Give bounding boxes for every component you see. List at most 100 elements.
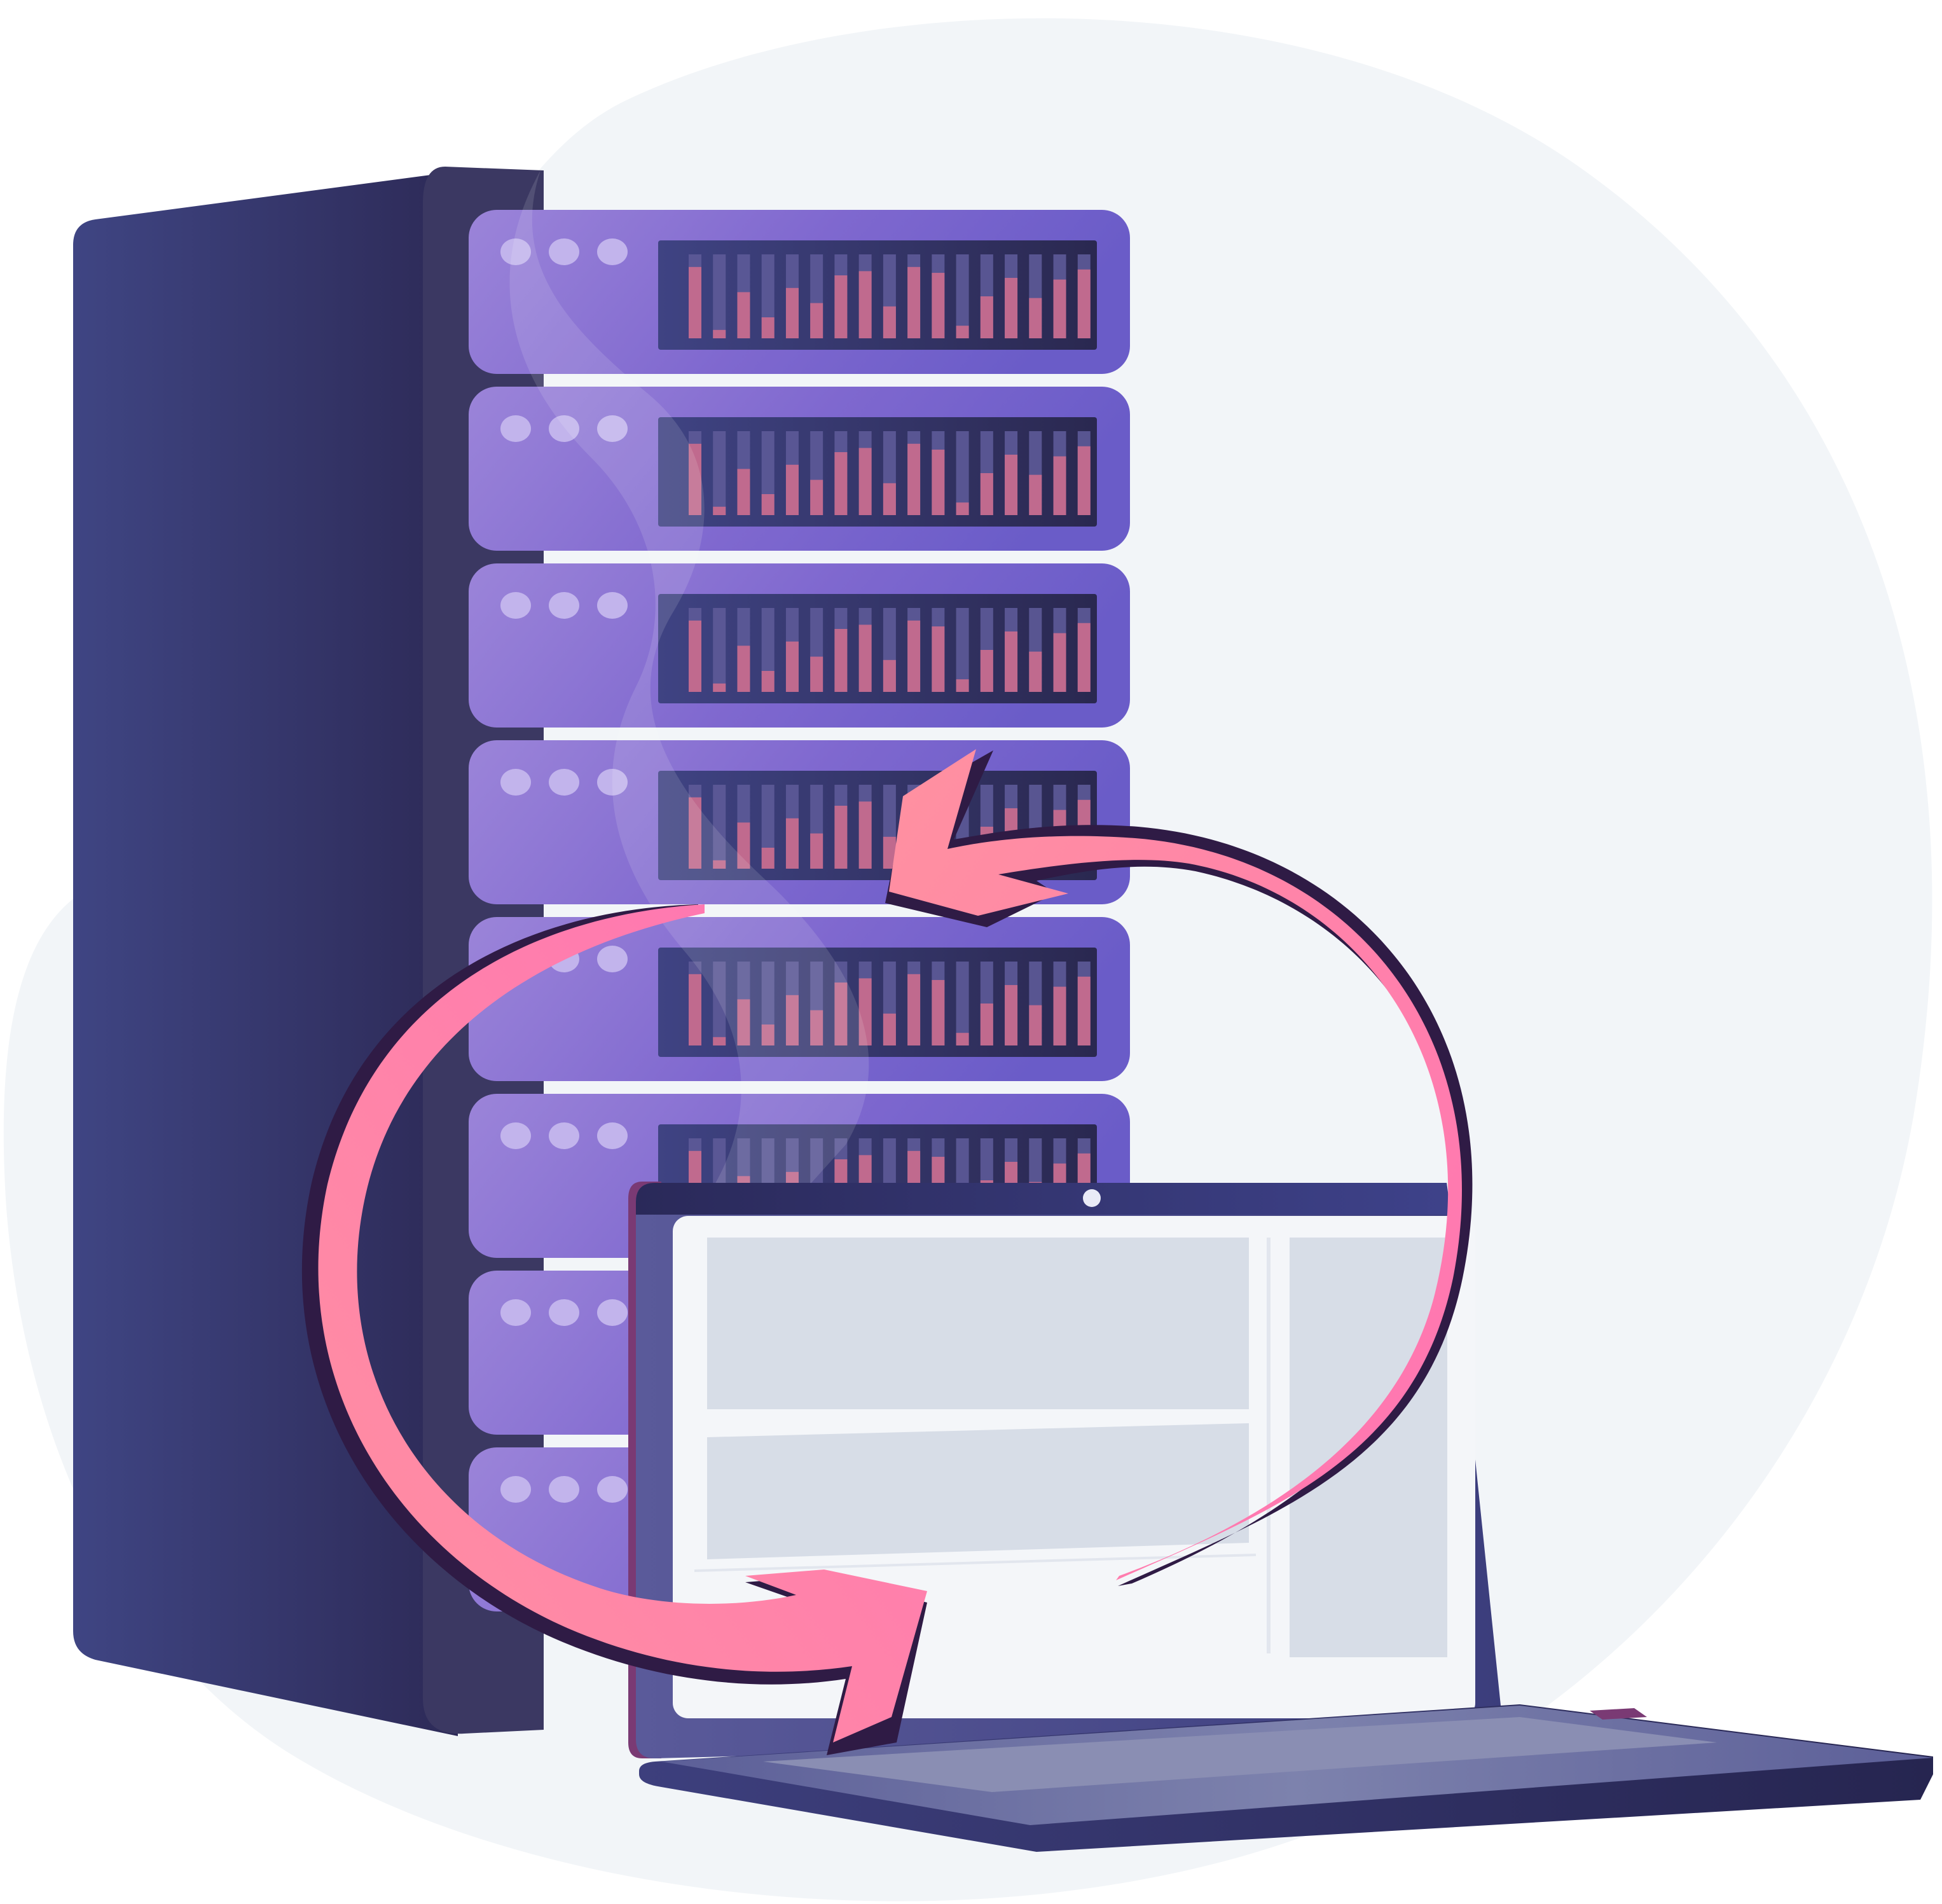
activity-bar (761, 848, 775, 869)
activity-bar (810, 303, 823, 338)
activity-bar (834, 275, 848, 338)
activity-bar (907, 620, 921, 692)
status-led (549, 415, 579, 442)
status-led (500, 415, 531, 442)
activity-bar (785, 641, 799, 692)
activity-bar (737, 822, 750, 869)
activity-bar (834, 983, 848, 1045)
status-led (500, 769, 531, 796)
activity-bar (980, 296, 993, 338)
status-led (500, 592, 531, 619)
activity-bar-track (956, 962, 969, 1045)
activity-bar (1053, 986, 1066, 1045)
activity-bar-track (713, 608, 726, 692)
arrow-upper-right (889, 749, 1462, 1580)
activity-bar (737, 292, 750, 338)
activity-bar (713, 860, 726, 869)
webcam-dot (1083, 1189, 1101, 1207)
activity-bar-track (713, 431, 726, 515)
status-led (597, 1299, 628, 1326)
activity-bar (1053, 456, 1066, 515)
activity-bar (834, 806, 848, 869)
activity-bar (1053, 279, 1066, 338)
status-led (549, 238, 579, 265)
status-led (597, 238, 628, 265)
activity-bar (810, 833, 823, 869)
activity-bar (810, 656, 823, 692)
activity-bar (907, 266, 921, 338)
activity-bar (883, 306, 896, 338)
activity-bar (980, 1004, 993, 1045)
activity-bar (713, 506, 726, 515)
activity-bar (761, 494, 775, 515)
activity-bar (1029, 474, 1042, 515)
activity-bar (858, 448, 872, 515)
activity-bar (956, 502, 969, 515)
activity-bar (785, 818, 799, 869)
status-led (597, 415, 628, 442)
status-led (597, 1476, 628, 1503)
status-led (597, 769, 628, 796)
activity-bar (1029, 298, 1042, 338)
activity-bar (956, 1033, 969, 1045)
server-unit (469, 387, 1130, 551)
activity-bar (932, 980, 945, 1045)
screen-block-middle-left (707, 1423, 1249, 1559)
activity-bar (1077, 269, 1091, 338)
activity-bar (761, 671, 775, 692)
activity-bar-track (713, 962, 726, 1045)
activity-bar (1005, 454, 1018, 515)
activity-bar (810, 1010, 823, 1045)
activity-bar (785, 995, 799, 1045)
laptop-lid-top (636, 1183, 1451, 1215)
activity-bar (932, 273, 945, 338)
status-led (549, 1122, 579, 1149)
activity-bar (713, 1037, 726, 1045)
screen-block-top-left (707, 1238, 1249, 1409)
activity-bar (907, 443, 921, 515)
activity-bar (932, 626, 945, 692)
activity-bar-track (956, 431, 969, 515)
activity-bar-track (713, 785, 726, 869)
status-led (597, 592, 628, 619)
activity-bar (713, 683, 726, 692)
server-unit (469, 917, 1130, 1081)
activity-bar (689, 620, 701, 692)
activity-bar (1053, 633, 1066, 692)
activity-bar-track (956, 608, 969, 692)
activity-bar (956, 326, 969, 338)
activity-bar (932, 450, 945, 515)
activity-bar (1029, 651, 1042, 692)
activity-bar (761, 317, 775, 338)
activity-bar (1077, 623, 1091, 692)
status-led (500, 238, 531, 265)
status-led (549, 592, 579, 619)
status-led (597, 1122, 628, 1149)
activity-bar (883, 836, 896, 869)
activity-bar (1005, 277, 1018, 338)
activity-bar (883, 1013, 896, 1045)
activity-bar (737, 469, 750, 515)
activity-bar (834, 452, 848, 515)
activity-bar (1005, 984, 1018, 1045)
activity-bar (1005, 631, 1018, 692)
activity-bar (907, 974, 921, 1045)
screen-content (694, 1238, 1447, 1657)
rack-glare (509, 170, 869, 1208)
activity-bar (980, 473, 993, 515)
activity-bar (858, 271, 872, 338)
laptop-keyboard-area (763, 1717, 1717, 1792)
activity-bar (713, 329, 726, 338)
activity-bar (1029, 1005, 1042, 1045)
activity-bar (834, 629, 848, 692)
activity-bar-track (956, 254, 969, 338)
activity-bar (858, 801, 872, 869)
status-led (549, 1476, 579, 1503)
activity-bar (956, 679, 969, 692)
activity-bar (689, 797, 701, 869)
activity-bar (785, 464, 799, 515)
activity-bar (858, 624, 872, 692)
server-unit (469, 563, 1130, 728)
activity-bar (980, 650, 993, 692)
